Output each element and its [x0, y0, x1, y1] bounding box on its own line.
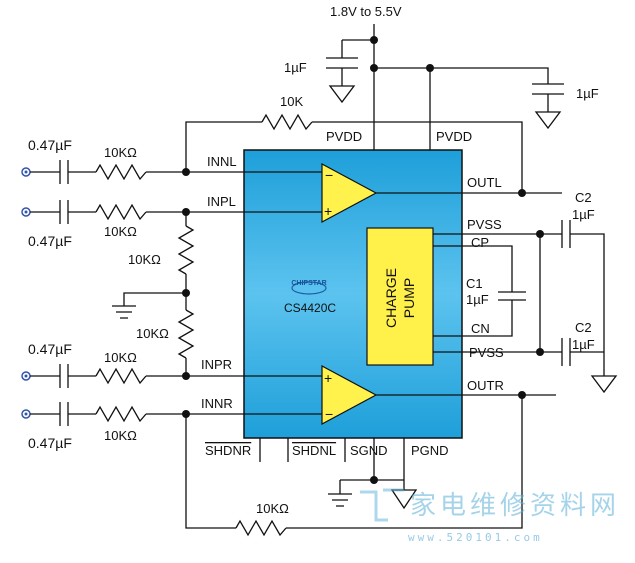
pin-pvss-top: PVSS — [467, 217, 502, 232]
ground-icon — [590, 375, 618, 394]
input-inpr — [21, 364, 244, 388]
c1-value: 1µF — [466, 292, 489, 307]
svg-text:CHIPSTAR: CHIPSTAR — [291, 280, 326, 287]
internal-wiring — [244, 171, 462, 415]
c2-top-value: 1µF — [572, 207, 595, 222]
c1-capacitor — [462, 245, 526, 337]
pin-pvdd-left: PVDD — [326, 129, 362, 144]
pin-innl: INNL — [207, 154, 237, 169]
watermark: 家电维修资料网 www.520101.com — [360, 488, 620, 544]
input-innr — [21, 402, 244, 426]
input-innl — [21, 160, 244, 184]
svg-text:−: − — [325, 406, 333, 422]
charge-pump-block — [366, 227, 434, 366]
pin-pvdd-right: PVDD — [436, 129, 472, 144]
charge-pump-label-1: CHARGE — [383, 268, 399, 328]
watermark-text: 家电维修资料网 — [410, 491, 620, 521]
in-cap-2-label: 0.47µF — [28, 233, 72, 249]
supply-label: 1.8V to 5.5V — [330, 4, 402, 19]
amplifier-right: + − — [321, 364, 378, 426]
supply-cap-left-label: 1µF — [284, 60, 307, 75]
amplifier-left: − + — [321, 162, 378, 224]
pin-outr: OUTR — [467, 378, 504, 393]
pin-pgnd: PGND — [411, 443, 449, 458]
bias-res-2-label: 10KΩ — [136, 326, 169, 341]
feedback-top-label: 10K — [280, 94, 303, 109]
svg-text:−: − — [325, 167, 333, 183]
pin-shdnr: SHDNR — [205, 443, 251, 458]
c2-bottom-name: C2 — [575, 320, 592, 335]
svg-text:+: + — [324, 370, 332, 386]
in-res-2-label: 10KΩ — [104, 224, 137, 239]
outl-line — [462, 189, 562, 197]
c2-top-name: C2 — [575, 190, 592, 205]
bias-res-1-label: 10KΩ — [128, 252, 161, 267]
outr-line — [462, 391, 556, 399]
ground-icon — [328, 85, 356, 104]
pin-inpl: INPL — [207, 194, 236, 209]
input-inpl — [21, 200, 244, 224]
bottom-pin-lines — [259, 438, 405, 490]
c2-capacitors — [462, 220, 618, 394]
supply-rail — [341, 24, 549, 150]
in-cap-4-label: 0.47µF — [28, 435, 72, 451]
in-res-4-label: 10KΩ — [104, 428, 137, 443]
c2-bottom-value: 1µF — [572, 337, 595, 352]
in-cap-1-label: 0.47µF — [28, 137, 72, 153]
supply-capacitor-right — [532, 83, 564, 130]
pin-sgnd: SGND — [350, 443, 388, 458]
sgnd-ground — [328, 480, 352, 507]
in-res-3-label: 10KΩ — [104, 350, 137, 365]
feedback-resistor-top — [185, 113, 523, 193]
watermark-url: www.520101.com — [408, 531, 543, 544]
charge-pump-label-2: PUMP — [401, 278, 417, 318]
chipstar-logo: CHIPSTAR — [291, 280, 327, 295]
bias-divider — [112, 212, 195, 376]
pin-outl: OUTL — [467, 175, 502, 190]
part-number: CS4420C — [284, 301, 336, 315]
pin-inpr: INPR — [201, 357, 232, 372]
ground-icon — [534, 111, 562, 130]
in-res-1-label: 10KΩ — [104, 145, 137, 160]
in-cap-3-label: 0.47µF — [28, 341, 72, 357]
feedback-resistor-bottom — [185, 395, 523, 537]
supply-cap-right-label: 1µF — [576, 86, 599, 101]
svg-text:+: + — [324, 203, 332, 219]
pin-shdnl: SHDNL — [292, 443, 336, 458]
pin-innr: INNR — [201, 396, 233, 411]
pin-cn: CN — [471, 321, 490, 336]
c1-name: C1 — [466, 276, 483, 291]
pin-cp: CP — [471, 235, 489, 250]
supply-capacitor-left — [326, 57, 358, 104]
feedback-bottom-label: 10KΩ — [256, 501, 289, 516]
